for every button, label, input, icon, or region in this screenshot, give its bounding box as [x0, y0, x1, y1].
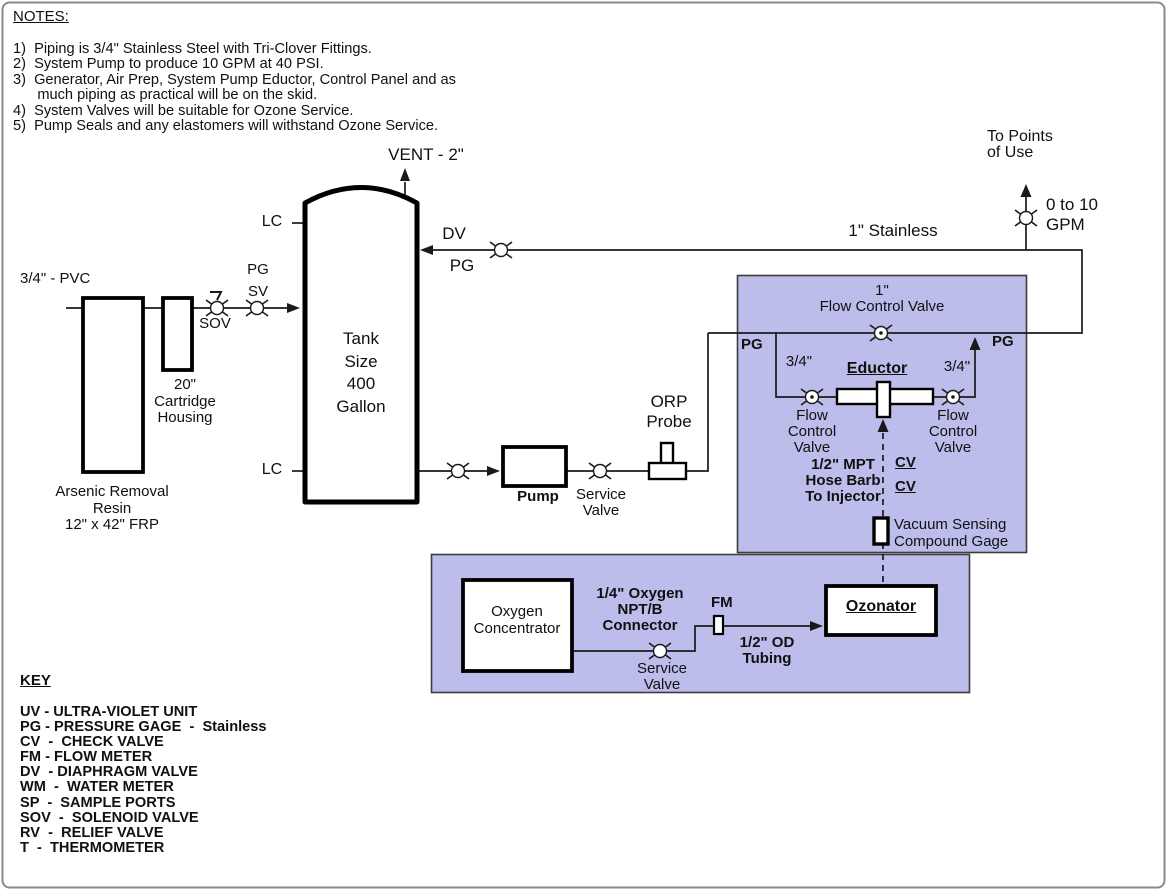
pump-service-valve-icon — [588, 462, 612, 480]
sov-label: SOV — [199, 315, 231, 332]
eductor-suction-arrow — [877, 419, 889, 432]
valves — [205, 209, 1038, 660]
left-fcv-label: Flow Control Valve — [787, 407, 837, 456]
key-item: DV - DIAPHRAGM VALVE — [20, 764, 198, 781]
key-block: KEY UV - ULTRA-VIOLET UNIT PG - PRESSURE… — [20, 672, 267, 856]
pump-shape — [501, 445, 568, 488]
key-item: SOV - SOLENOID VALVE — [20, 809, 199, 826]
arrowheads — [287, 168, 1032, 631]
arsenic-vessel-label: Arsenic Removal Resin 12" x 42" FRP — [55, 483, 169, 533]
skid-pg-right-label: PG — [992, 333, 1014, 350]
pump-discharge-line — [566, 333, 709, 472]
cartridge-housing-label: 20" Cartridge Housing — [154, 376, 216, 426]
oxygen-line — [572, 625, 810, 652]
return-to-tank-arrow — [420, 245, 433, 255]
ozonator-label: Ozonator — [845, 598, 917, 615]
orp-probe-label: ORP Probe — [646, 392, 692, 431]
key-item: FM - FLOW METER — [20, 749, 153, 766]
return-pg-label: PG — [449, 256, 475, 275]
key-item: CV - CHECK VALVE — [20, 734, 164, 751]
cartridge-housing-shape — [161, 296, 194, 372]
points-of-use-valve-icon — [1014, 209, 1038, 227]
return-line — [433, 249, 1083, 334]
key-title: KEY — [20, 672, 51, 689]
feed-arrow — [287, 303, 300, 313]
eductor-suction-port — [875, 380, 892, 419]
points-of-use-arrow — [1020, 184, 1032, 197]
key-item: UV - ULTRA-VIOLET UNIT — [20, 704, 198, 720]
key-item: WM - WATER METER — [20, 779, 174, 796]
branch-left-size-label: 3/4" — [785, 353, 813, 370]
ozonator-inlet-arrow — [810, 621, 823, 631]
key-item: T - THERMOMETER — [20, 839, 165, 856]
oxygen-concentrator-label: Oxygen Concentrator — [473, 603, 561, 637]
o2-service-valve-icon — [648, 642, 672, 660]
pump-service-valve-label: Service Valve — [575, 486, 627, 519]
eductor-outlet-arrow — [969, 337, 981, 350]
tank-outlet-valve-icon — [446, 462, 470, 480]
lc-top-label: LC — [261, 213, 283, 230]
flow-meter-shape — [712, 614, 725, 636]
orp-probe-stem — [659, 441, 675, 466]
main-flow-control-valve-icon — [869, 324, 893, 342]
ozonator-shape — [824, 584, 938, 637]
key-item: SP - SAMPLE PORTS — [20, 794, 176, 811]
vacuum-gage-shape — [872, 516, 890, 546]
solenoid-flag-icon — [210, 291, 223, 301]
note-line: 2) System Pump to produce 10 GPM at 40 P… — [13, 56, 324, 73]
note-line: 4) System Valves will be suitable for Oz… — [13, 102, 354, 119]
tubing-label: 1/2" OD Tubing — [739, 634, 795, 667]
skid-highlight-upper — [736, 274, 1028, 554]
note-line: much piping as practical will be on the … — [13, 87, 318, 104]
key-item: RV - RELIEF VALVE — [20, 824, 164, 841]
injector-hose-label: 1/2" MPT Hose Barb To Injector — [805, 456, 881, 505]
cv-upper-label: CV — [895, 454, 916, 471]
feed-pipe-label: 3/4" - PVC — [20, 270, 91, 287]
pump-label: Pump — [517, 488, 559, 505]
pump-inlet-arrow — [487, 466, 500, 476]
oxygen-concentrator-shape — [461, 578, 574, 673]
skid-pg-left-label: PG — [741, 336, 763, 353]
tank-shape — [302, 185, 420, 505]
gpm-label: 0 to 10 GPM — [1046, 195, 1098, 234]
branch-right-size-label: 3/4" — [943, 358, 971, 375]
sv-label: SV — [247, 283, 269, 300]
vent-arrow — [400, 168, 410, 181]
main-fcv-label: 1" Flow Control Valve — [819, 282, 945, 315]
note-line: 3) Generator, Air Prep, System Pump Educ… — [13, 71, 456, 88]
note-line: 1) Piping is 3/4" Stainless Steel with T… — [13, 41, 372, 57]
lc-bottom-label: LC — [261, 461, 283, 478]
orp-probe-base — [647, 461, 688, 481]
fm-label: FM — [711, 594, 733, 611]
eductor-label: Eductor — [846, 360, 908, 377]
tank-label: Tank Size 400 Gallon — [336, 329, 386, 416]
left-flow-control-valve-icon — [800, 388, 824, 406]
sv-valve-icon — [245, 299, 269, 317]
arsenic-vessel-shape — [81, 296, 145, 474]
points-of-use-label: To Points of Use — [987, 128, 1053, 161]
notes-title: NOTES: — [13, 8, 69, 25]
vent-label: VENT - 2" — [388, 145, 464, 164]
sov-valve-icon — [205, 291, 229, 317]
dv-valve-icon — [489, 241, 513, 259]
dv-label: DV — [442, 224, 466, 243]
oxygen-connector-label: 1/4" Oxygen NPT/B Connector — [596, 585, 684, 634]
equipment — [81, 185, 938, 673]
stainless-label: 1" Stainless — [848, 221, 938, 240]
key-item: PG - PRESSURE GAGE - Stainless — [20, 719, 267, 736]
note-line: 5) Pump Seals and any elastomers will wi… — [13, 118, 439, 135]
right-fcv-label: Flow Control Valve — [928, 407, 978, 456]
right-flow-control-valve-icon — [941, 388, 965, 406]
feed-pg-label: PG — [247, 261, 269, 278]
o2-service-valve-label: Service Valve — [636, 660, 688, 693]
notes-block: NOTES: 1) Piping is 3/4" Stainless Steel… — [13, 8, 456, 134]
vacuum-gage-label: Vacuum Sensing Compound Gage — [894, 516, 1009, 550]
cv-lower-label: CV — [895, 478, 916, 495]
